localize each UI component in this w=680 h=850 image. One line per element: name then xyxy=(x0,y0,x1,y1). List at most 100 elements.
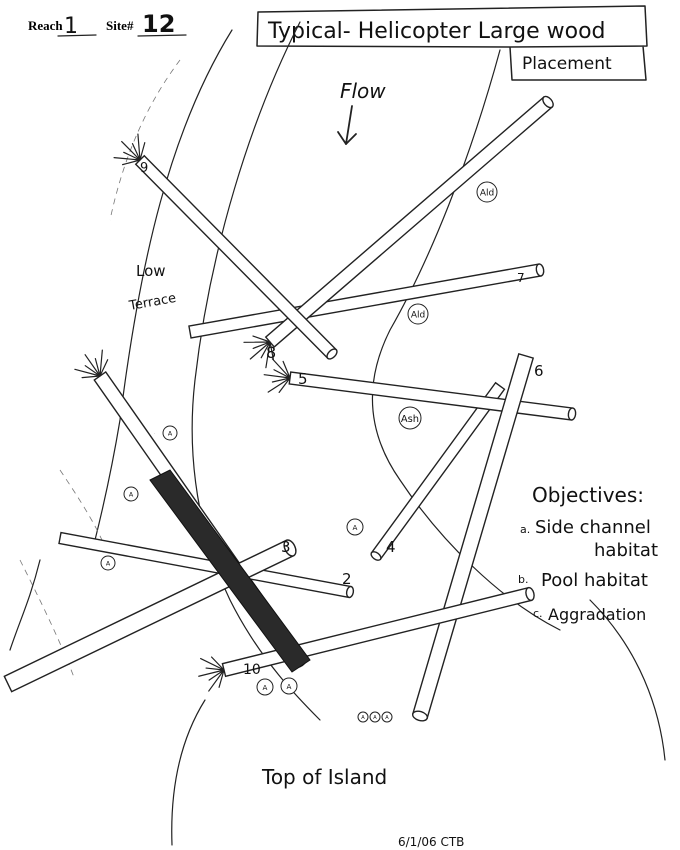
species-tag-a-8: A xyxy=(369,711,381,723)
log-10-cut-end xyxy=(525,586,535,602)
vegetation-hatch-1 xyxy=(109,59,181,221)
species-tag-circle xyxy=(123,486,139,502)
bank-lower-left xyxy=(9,559,41,651)
log-9 xyxy=(113,133,338,360)
log-8 xyxy=(243,95,554,369)
species-tag-text: A xyxy=(353,523,358,532)
species-tag-text: A xyxy=(129,491,134,498)
log-4 xyxy=(370,381,506,561)
site-value: 12 xyxy=(142,10,175,38)
species-tag-circle xyxy=(100,555,116,571)
species-tag-text: Ald xyxy=(411,311,425,321)
title-box xyxy=(256,5,648,81)
terrace-label-line-2: Terrace xyxy=(127,291,177,314)
flow-arrow-head xyxy=(337,131,357,145)
species-tag-a-6: A xyxy=(280,677,298,695)
species-tag-circle xyxy=(476,181,498,203)
species-tag-a-1: A xyxy=(162,425,178,441)
log-3-cut-end xyxy=(283,539,297,557)
species-tag-circle xyxy=(381,711,393,723)
log-label-3: 3 xyxy=(281,538,291,556)
log-8-rootwad xyxy=(243,335,275,369)
terrace-label: Low Terrace xyxy=(127,262,177,314)
species-tag-text: A xyxy=(287,682,292,691)
species-tag-circle xyxy=(369,711,381,723)
title-block: Typical- Helicopter Large wood Placement xyxy=(256,5,648,81)
species-tag-a-5: A xyxy=(256,678,274,696)
log-5-rootwad xyxy=(263,358,291,393)
log-label-1: 1 xyxy=(154,433,155,435)
channel-lines xyxy=(9,21,666,846)
log-label-2: 2 xyxy=(342,570,352,588)
log-label-8: 8 xyxy=(266,343,276,362)
log-label-10: 10 xyxy=(243,662,261,678)
species-tag-circle xyxy=(357,711,369,723)
objectives-heading: Objectives: xyxy=(532,483,644,507)
log-label-7: 7 xyxy=(517,271,525,285)
species-tag-ald-2: Ald xyxy=(407,303,429,325)
log-8-cut-end xyxy=(542,95,554,109)
species-tag-ash: Ash xyxy=(398,406,422,430)
species-tag-a-9: A xyxy=(381,711,393,723)
log-label-4: 4 xyxy=(386,538,396,556)
log-4-cut-end xyxy=(370,551,382,561)
objective-a-line-2: habitat xyxy=(594,540,658,561)
log-labels: 9 8 7 5 6 4 3 2 10 1 xyxy=(140,161,544,678)
log-1-shading xyxy=(149,469,311,673)
log-2-cut-end xyxy=(345,585,355,599)
terrace-label-line-1: Low xyxy=(136,262,166,280)
log-6-cut-end xyxy=(411,710,429,722)
log-9-rootwad xyxy=(113,133,146,166)
species-tag-a-7: A xyxy=(357,711,369,723)
log-7-trunk xyxy=(188,263,542,339)
log-7-cut-end xyxy=(535,263,545,277)
objective-a-marker: a. xyxy=(520,523,530,536)
vegetation-hatch-3 xyxy=(19,559,76,681)
log-label-5: 5 xyxy=(298,370,308,388)
signature: 6/1/06 CTB xyxy=(398,835,464,849)
log-7 xyxy=(188,263,545,339)
log-2 xyxy=(58,531,355,599)
log-5-cut-end xyxy=(567,407,577,421)
log-9-cut-end xyxy=(326,348,338,360)
log-6-trunk xyxy=(411,353,535,719)
reach-label: Reach xyxy=(28,18,63,33)
species-tag-text: A xyxy=(361,715,365,721)
species-tag-circle xyxy=(346,518,364,536)
island-edge-left xyxy=(171,699,206,846)
reach-value: 1 xyxy=(64,14,78,39)
objective-a-line-1: Side channel xyxy=(535,517,651,538)
site-underline xyxy=(137,34,187,37)
species-tag-a-2: A xyxy=(123,486,139,502)
island-edge-right xyxy=(589,599,666,761)
species-tag-circle xyxy=(280,677,298,695)
log-1-rootwad xyxy=(74,349,109,379)
objective-b-marker: b. xyxy=(518,573,528,586)
species-tag-text: A xyxy=(373,715,377,721)
species-tag-circle xyxy=(407,303,429,325)
log-3 xyxy=(3,539,297,693)
species-tag-text: A xyxy=(385,715,389,721)
species-tag-circle xyxy=(162,425,178,441)
objective-c-marker: c. xyxy=(533,607,543,620)
species-tag-text: A xyxy=(168,430,173,437)
species-tag-text: A xyxy=(106,560,111,567)
title-line-1: Typical- Helicopter Large wood xyxy=(267,19,606,44)
log-10-rootwad xyxy=(198,656,225,692)
flow-arrow-shaft xyxy=(345,105,353,145)
log-5 xyxy=(263,358,577,421)
reach-underline xyxy=(57,34,97,37)
objective-b-line-1: Pool habitat xyxy=(541,570,648,591)
log-label-9: 9 xyxy=(140,161,148,176)
objective-c-line-1: Aggradation xyxy=(548,605,646,624)
species-tag-a-4: A xyxy=(100,555,116,571)
flow-indicator: Flow xyxy=(337,79,386,145)
species-tag-text: A xyxy=(263,683,268,692)
flow-label: Flow xyxy=(340,79,386,103)
island-label: Top of Island xyxy=(261,765,387,789)
terrace-edge-left xyxy=(94,29,233,541)
site-label: Site# xyxy=(106,18,134,33)
title-line-2: Placement xyxy=(522,54,612,74)
